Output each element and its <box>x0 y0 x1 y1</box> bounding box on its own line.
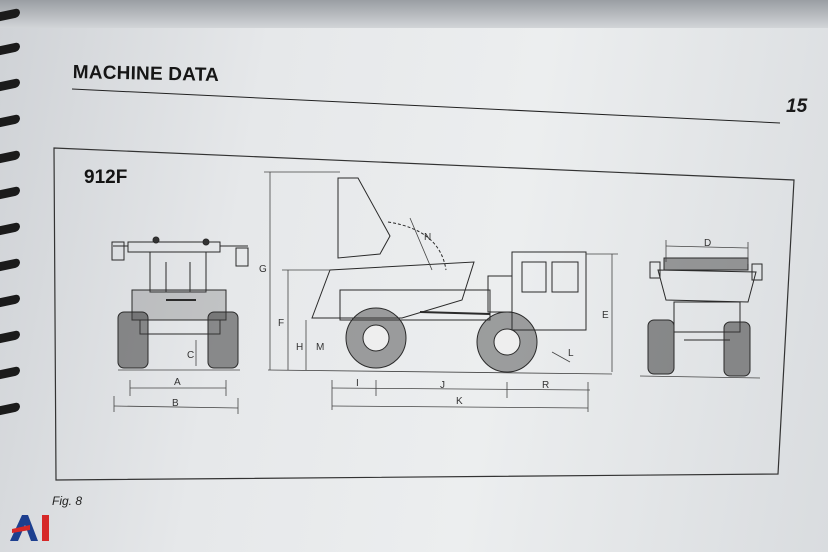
model-label: 912F <box>84 167 128 188</box>
dimension-label-r: R <box>542 380 549 391</box>
dimension-label-h: H <box>296 342 303 353</box>
page-top-shadow <box>0 0 828 28</box>
page-number: 15 <box>786 96 808 117</box>
figure-frame <box>53 147 795 481</box>
dimension-label-i: I <box>356 378 359 389</box>
dimension-label-f: F <box>278 318 284 329</box>
dimension-label-l: L <box>568 348 574 359</box>
dimension-label-a: A <box>174 377 181 388</box>
ai-logo-icon <box>10 515 49 541</box>
front-view-drawing <box>111 236 249 369</box>
front-view-dimensions <box>113 340 240 414</box>
figure-caption: Fig. 8 <box>52 494 83 508</box>
dimension-label-b: B <box>172 398 179 409</box>
dimension-label-j: J <box>440 380 445 391</box>
header-rule <box>71 88 781 124</box>
dimension-label-n: N <box>424 232 431 243</box>
rear-view-drawing <box>647 257 763 377</box>
dimension-label-e: E <box>602 310 609 321</box>
dimension-label-k: K <box>456 396 463 407</box>
side-view-drawing <box>311 177 587 373</box>
side-view-dimensions <box>264 171 618 412</box>
dimension-label-c: C <box>187 350 194 361</box>
dimension-label-d: D <box>704 238 711 249</box>
rear-view-dimensions <box>639 240 761 379</box>
dimension-label-m: M <box>316 342 324 353</box>
dimension-label-g: G <box>259 264 267 275</box>
